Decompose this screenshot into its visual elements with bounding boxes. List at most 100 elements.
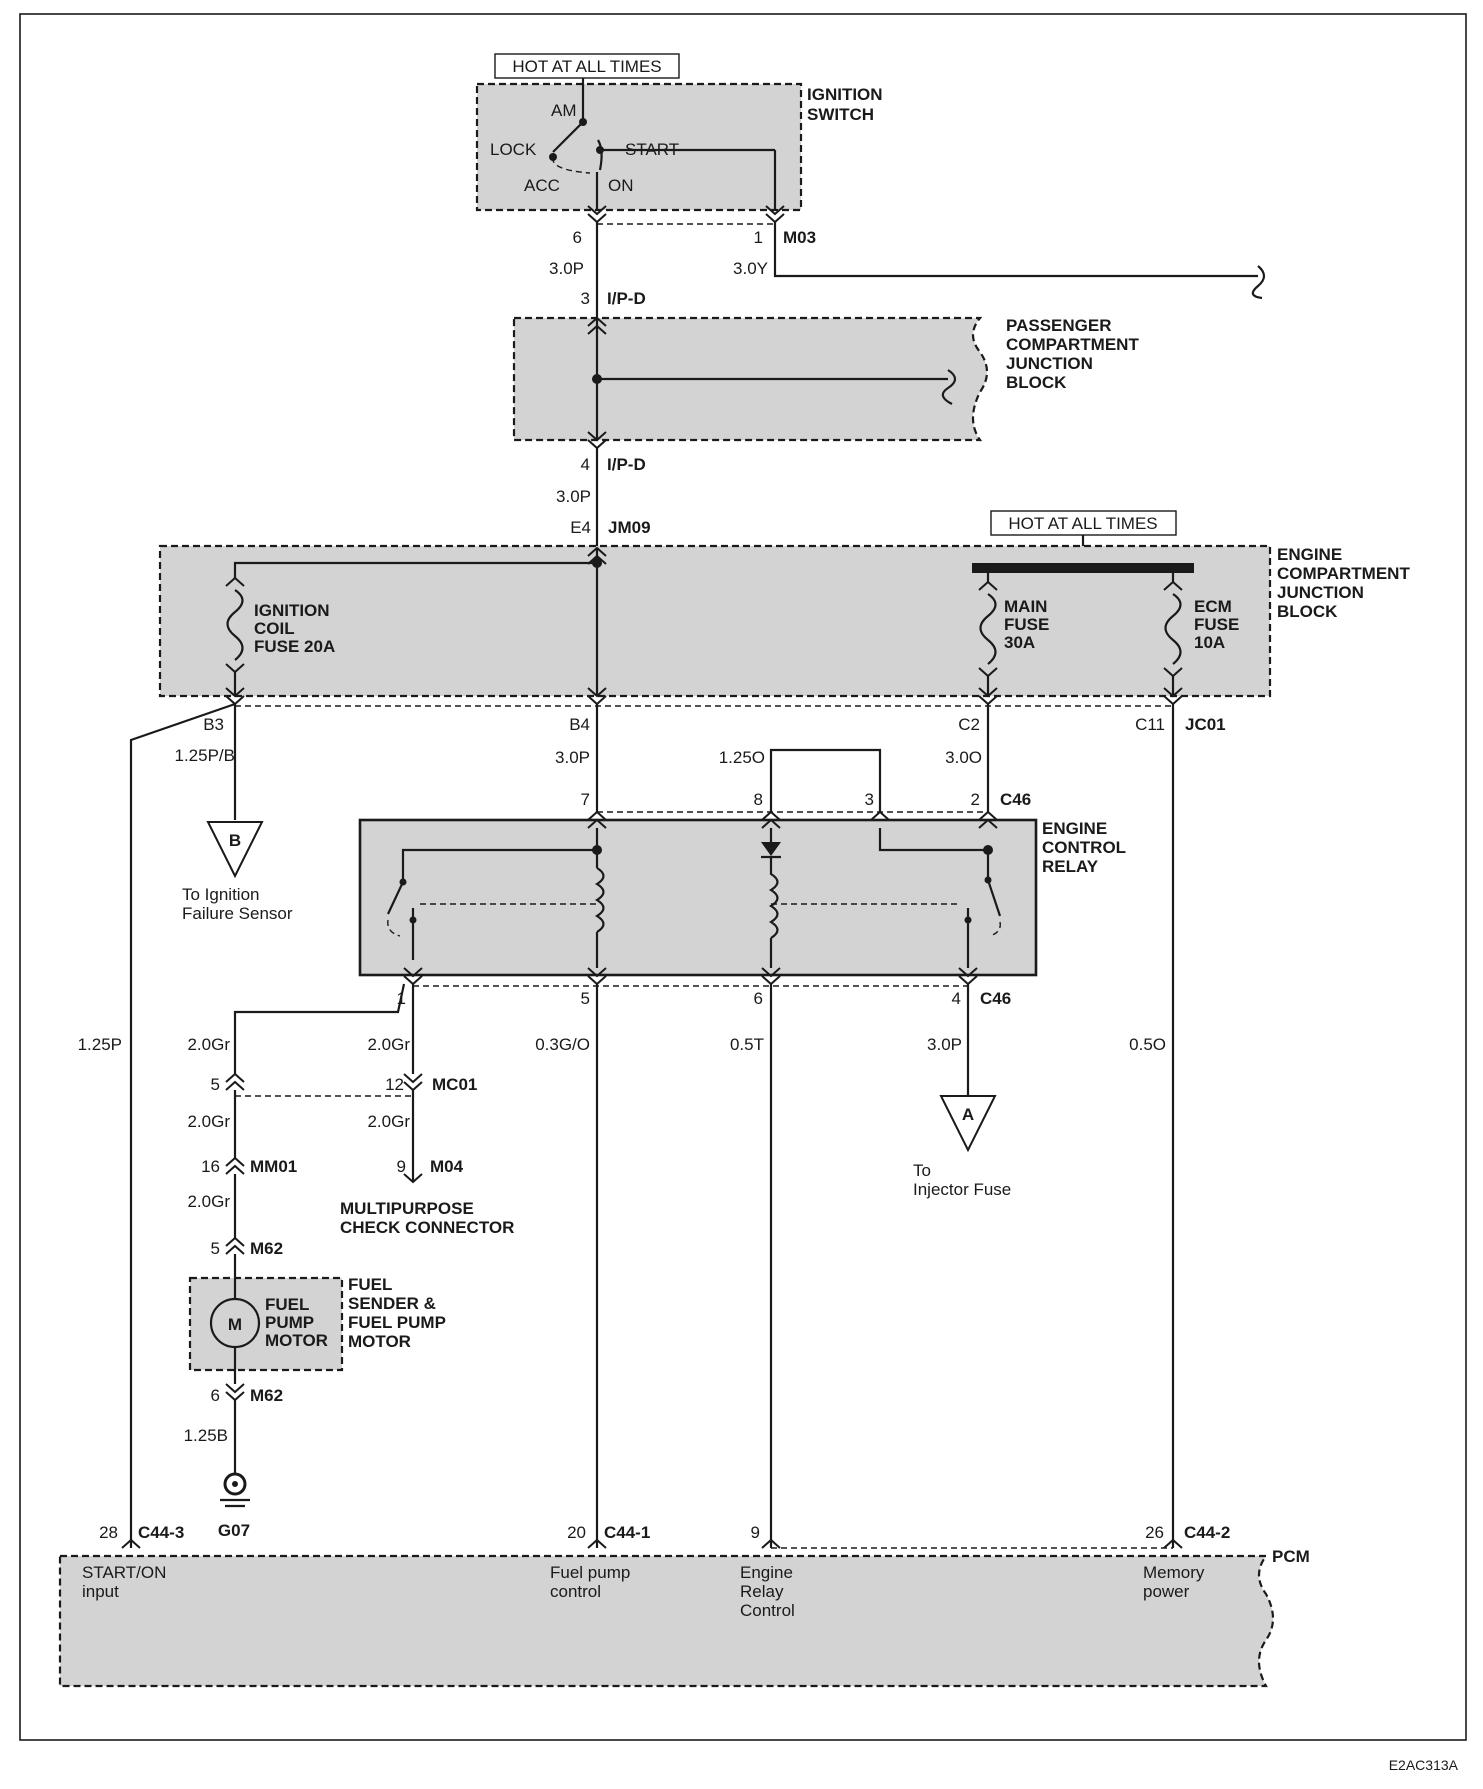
- pcm-input-1b: input: [82, 1582, 119, 1601]
- main-fuse-1: MAIN: [1004, 597, 1047, 616]
- fuel-title-1: FUEL: [348, 1275, 392, 1294]
- pos-lock: LOCK: [490, 140, 537, 159]
- pin-e4: E4: [570, 518, 591, 537]
- pin-b4: B4: [569, 715, 590, 734]
- pin-c2: C2: [958, 715, 980, 734]
- pjb-title-1: PASSENGER: [1006, 316, 1112, 335]
- pos-am: AM: [551, 101, 577, 120]
- pcm-input-4a: Memory: [1143, 1563, 1205, 1582]
- ign-fuse-3: FUSE 20A: [254, 637, 335, 656]
- conn-jm09: JM09: [608, 518, 651, 537]
- pcm-pin-28: 28: [99, 1523, 118, 1542]
- pin-3b: 3: [865, 790, 874, 809]
- pcm-input-2b: control: [550, 1582, 601, 1601]
- pcm-input-2a: Fuel pump: [550, 1563, 630, 1582]
- conn-c46-bot: C46: [980, 989, 1011, 1008]
- ejb-title-1: ENGINE: [1277, 545, 1342, 564]
- ejb-title-2: COMPARTMENT: [1277, 564, 1410, 583]
- connector-a-label-2: Injector Fuse: [913, 1180, 1011, 1199]
- relay-box: [358, 818, 1038, 977]
- relay-pin-4: 4: [952, 989, 961, 1008]
- pin-2: 2: [971, 790, 980, 809]
- wire-2-0gr-d: 2.0Gr: [367, 1112, 410, 1131]
- wire-0-3go: 0.3G/O: [535, 1035, 590, 1054]
- wire-2-0gr-b: 2.0Gr: [367, 1035, 410, 1054]
- ejb-title-4: BLOCK: [1277, 602, 1338, 621]
- pin-12: 12: [385, 1075, 404, 1094]
- wire-3-0p-a: 3.0P: [549, 259, 584, 278]
- relay-title-2: CONTROL: [1042, 838, 1126, 857]
- ignition-switch-title-1: IGNITION: [807, 85, 883, 104]
- pcm-input-3c: Control: [740, 1601, 795, 1620]
- conn-c44-2: C44-2: [1184, 1523, 1230, 1542]
- pin-4: 4: [581, 455, 590, 474]
- ecm-fuse-1: ECM: [1194, 597, 1232, 616]
- pjb-title-4: BLOCK: [1006, 373, 1067, 392]
- busbar: [972, 563, 1194, 573]
- conn-mm01: MM01: [250, 1157, 297, 1176]
- pcm-pin-20: 20: [567, 1523, 586, 1542]
- wire-0-5t: 0.5T: [730, 1035, 764, 1054]
- conn-m62-b: M62: [250, 1386, 283, 1405]
- pjb-title-2: COMPARTMENT: [1006, 335, 1139, 354]
- ejb-title-3: JUNCTION: [1277, 583, 1364, 602]
- fuel-title-4: MOTOR: [348, 1332, 411, 1351]
- pin-8: 8: [754, 790, 763, 809]
- relay-title-3: RELAY: [1042, 857, 1099, 876]
- hot-at-all-times-box: [494, 53, 680, 79]
- pjb-title-3: JUNCTION: [1006, 354, 1093, 373]
- pcm-input-3a: Engine: [740, 1563, 793, 1582]
- pin-16: 16: [201, 1157, 220, 1176]
- wire-1-25pb: 1.25P/B: [175, 746, 236, 765]
- connector-b-label-1: To Ignition: [182, 885, 260, 904]
- relay-pin-5: 5: [581, 989, 590, 1008]
- ignition-switch: HOT AT ALL TIMES IGNITION SWITCH AM LOCK…: [475, 53, 883, 212]
- connector-b: B To Ignition Failure Sensor: [182, 821, 293, 923]
- pcm-pin-9: 9: [751, 1523, 760, 1542]
- conn-mc01: MC01: [432, 1075, 477, 1094]
- pin-5-mc01: 5: [211, 1075, 220, 1094]
- fuel-pump-motor: M FUEL PUMP MOTOR FUEL SENDER & FUEL PUM…: [188, 1275, 446, 1372]
- fuel-title-3: FUEL PUMP: [348, 1313, 446, 1332]
- pcm-input-3b: Relay: [740, 1582, 784, 1601]
- wire-3-0p-d: 3.0P: [927, 1035, 962, 1054]
- ground-icon: [220, 1472, 250, 1508]
- conn-c44-1: C44-1: [604, 1523, 650, 1542]
- wire-1-25o: 1.25O: [719, 748, 765, 767]
- mpc-title-2: CHECK CONNECTOR: [340, 1218, 514, 1237]
- main-fuse-3: 30A: [1004, 633, 1035, 652]
- connector-b-label-2: Failure Sensor: [182, 904, 293, 923]
- conn-c46-top: C46: [1000, 790, 1031, 809]
- wire-1-25p: 1.25P: [78, 1035, 122, 1054]
- connector-a-label-1: To: [913, 1161, 931, 1180]
- wire-2-0gr-c: 2.0Gr: [187, 1112, 230, 1131]
- pin-3: 3: [581, 289, 590, 308]
- pin-7: 7: [581, 790, 590, 809]
- wire-1-25b: 1.25B: [184, 1426, 228, 1445]
- hot-at-all-times-label: HOT AT ALL TIMES: [512, 57, 661, 76]
- wire-2-0gr-a: 2.0Gr: [187, 1035, 230, 1054]
- pcm: PCM 28 C44-3 20 C44-1 9 26 C44-2 START/O…: [58, 1523, 1310, 1688]
- ecm-fuse-2: FUSE: [1194, 615, 1239, 634]
- connector-a-letter: A: [962, 1105, 974, 1124]
- relay-pin-6: 6: [754, 989, 763, 1008]
- wire-3-0p-c: 3.0P: [555, 748, 590, 767]
- pcm-input-4b: power: [1143, 1582, 1190, 1601]
- ign-fuse-1: IGNITION: [254, 601, 330, 620]
- connector-b-letter: B: [229, 831, 241, 850]
- fuel-inner-3: MOTOR: [265, 1331, 328, 1350]
- conn-c44-3: C44-3: [138, 1523, 184, 1542]
- conn-m03: M03: [783, 228, 816, 247]
- mpc-title-1: MULTIPURPOSE: [340, 1199, 474, 1218]
- wire-0-5o: 0.5O: [1129, 1035, 1166, 1054]
- pin-6: 6: [573, 228, 582, 247]
- pos-start: START: [625, 140, 679, 159]
- motor-letter: M: [228, 1315, 242, 1334]
- main-fuse-2: FUSE: [1004, 615, 1049, 634]
- conn-m04: M04: [430, 1157, 464, 1176]
- passenger-junction-block: PASSENGER COMPARTMENT JUNCTION BLOCK: [512, 316, 1139, 450]
- ignition-switch-title-2: SWITCH: [807, 105, 874, 124]
- ecm-fuse-3: 10A: [1194, 633, 1225, 652]
- pcm-input-1a: START/ON: [82, 1563, 166, 1582]
- pcm-title: PCM: [1272, 1547, 1310, 1566]
